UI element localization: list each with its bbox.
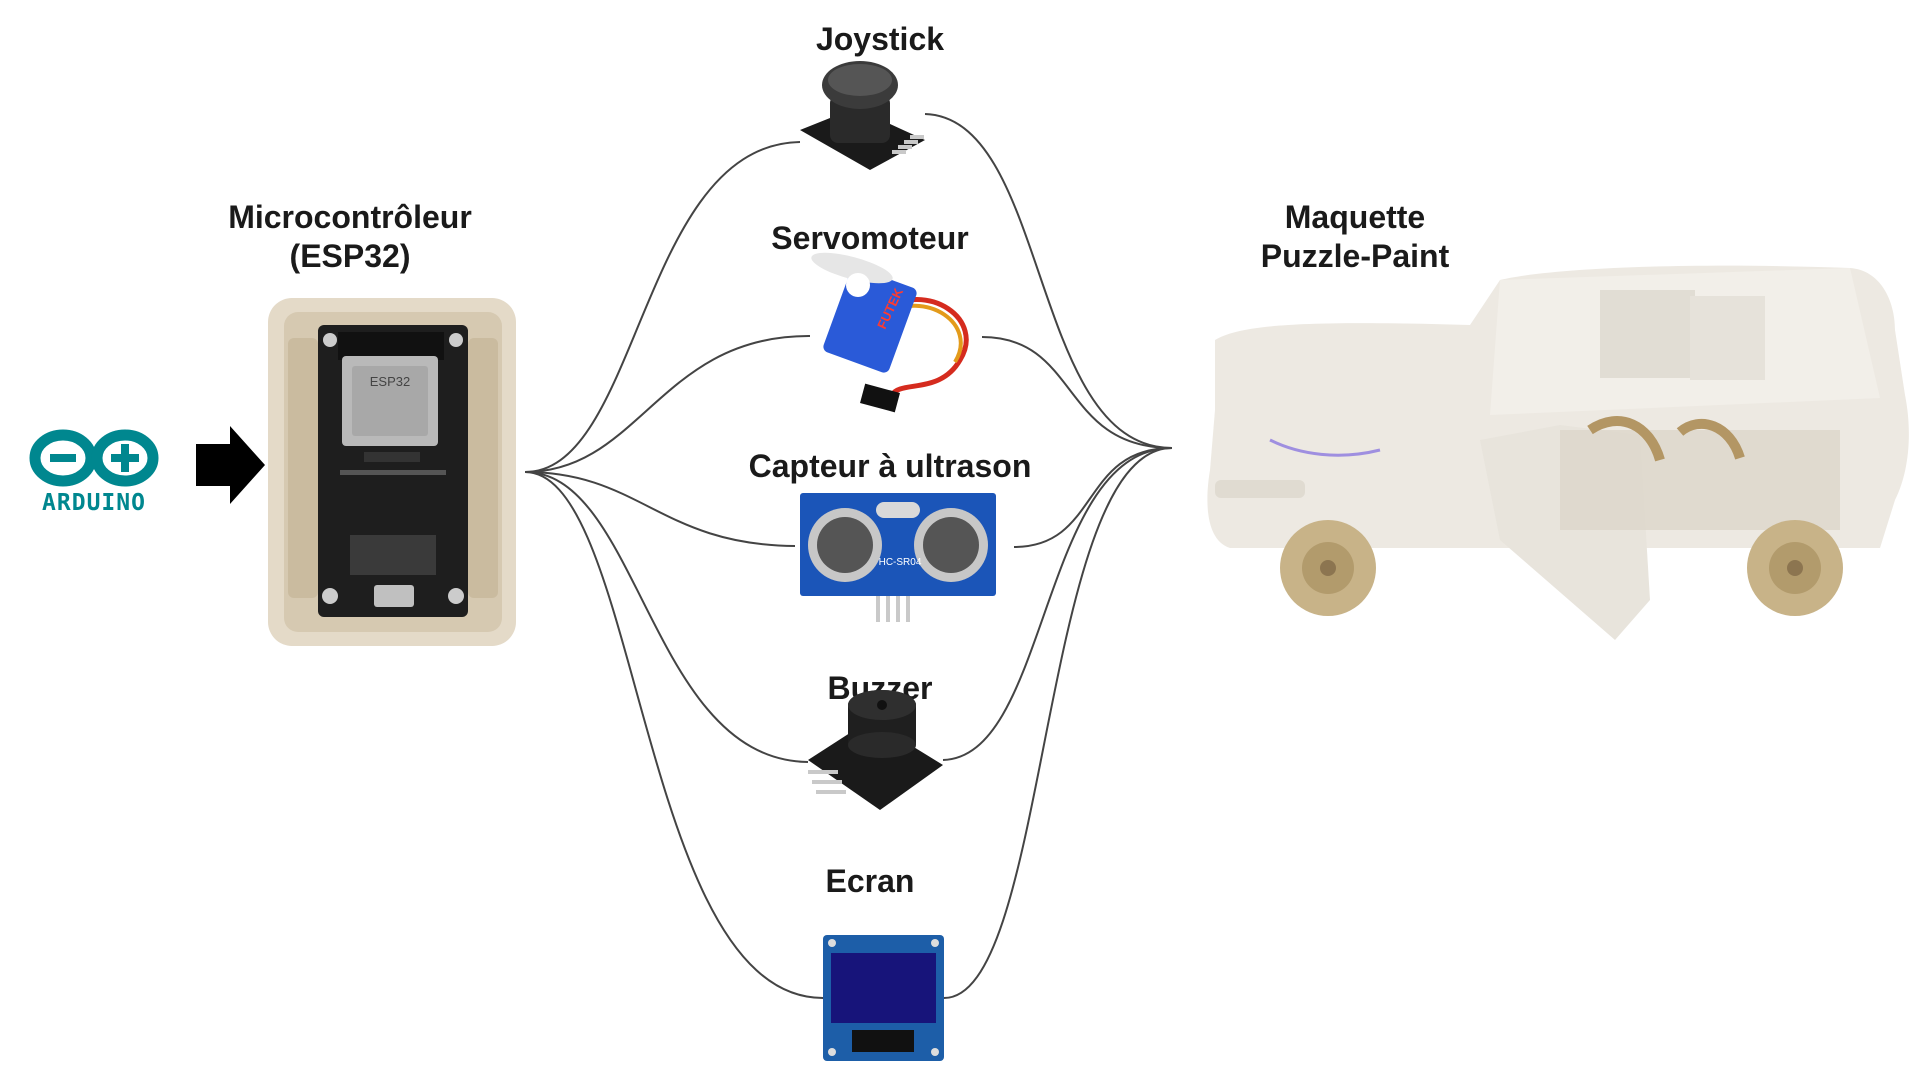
infinity-icon bbox=[29, 429, 159, 487]
joystick-label: Joystick bbox=[815, 21, 945, 57]
model-title: Maquette Puzzle-Paint bbox=[1230, 198, 1480, 276]
minus-icon bbox=[50, 454, 76, 462]
wire-esp32-ultrasonic bbox=[524, 471, 796, 547]
servo-image: FUTEK bbox=[811, 252, 969, 413]
wire-buzzer-car bbox=[942, 447, 1173, 761]
wire-joystick-car bbox=[924, 113, 1173, 449]
microcontroller-title: Microcontrôleur (ESP32) bbox=[210, 198, 490, 276]
wire-screen-car bbox=[943, 447, 1173, 999]
arduino-logo bbox=[29, 429, 159, 487]
wire-esp32-buzzer bbox=[524, 471, 809, 763]
arduino-logo-text: ARDUINO bbox=[42, 490, 146, 516]
wire-esp32-screen bbox=[524, 471, 824, 999]
screen-label: Ecran bbox=[825, 863, 915, 899]
chip-label: ESP32 bbox=[370, 374, 410, 389]
plus-icon bbox=[111, 444, 139, 472]
wire-servo-car bbox=[981, 336, 1173, 449]
model-title-line2: Puzzle-Paint bbox=[1260, 238, 1450, 274]
microcontroller-title-line1: Microcontrôleur bbox=[228, 199, 472, 235]
joystick-image bbox=[800, 61, 925, 170]
oled-screen-image bbox=[823, 935, 944, 1061]
ultrasonic-image: HC-SR04 bbox=[800, 493, 996, 622]
model-title-line1: Maquette bbox=[1284, 199, 1426, 235]
arrow-right-icon bbox=[196, 426, 265, 504]
ultrasonic-model: HC-SR04 bbox=[879, 557, 922, 568]
car-model-image bbox=[1207, 265, 1909, 640]
connections-right bbox=[924, 113, 1173, 999]
wire-esp32-joystick bbox=[524, 141, 801, 473]
connections-left bbox=[524, 141, 824, 999]
buzzer-image bbox=[808, 690, 943, 810]
microcontroller-title-line2: (ESP32) bbox=[289, 238, 411, 274]
ultrasonic-label: Capteur à ultrason bbox=[748, 448, 1032, 484]
wire-esp32-servo bbox=[524, 334, 811, 473]
wire-ultrasonic-car bbox=[1013, 447, 1173, 548]
servo-label: Servomoteur bbox=[771, 220, 969, 256]
esp32-board-image: ESP32 bbox=[268, 298, 516, 646]
